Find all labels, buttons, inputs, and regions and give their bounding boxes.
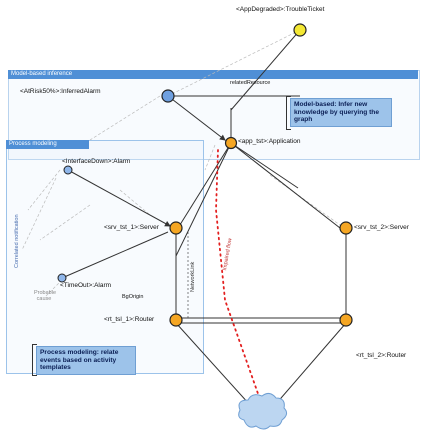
edge-app-srv1 <box>175 142 232 257</box>
node-rt2[interactable] <box>339 313 353 327</box>
process-panel <box>6 140 204 374</box>
label-inferred-alarm: <AtRisk50%>:InferredAlarm <box>20 88 101 95</box>
inference-panel-title: Model-based inference <box>8 70 418 79</box>
edge-app-srv1b <box>177 142 232 229</box>
label-srv1: <srv_tst_1>:Server <box>104 224 159 231</box>
edge-timeout-srv1 <box>61 231 169 279</box>
node-inferred-alarm[interactable] <box>161 89 175 103</box>
edge-interface-srv1 <box>67 169 171 227</box>
node-srv2[interactable] <box>339 221 353 235</box>
label-network-link: NetworkLink <box>190 261 196 292</box>
label-ticket: <AppDegraded>:TroubleTicket <box>236 6 325 13</box>
process-panel-title: Process modeling <box>6 140 89 149</box>
model-based-callout-text: Model-based: Infer new knowledge by quer… <box>294 101 379 124</box>
node-ticket[interactable] <box>293 23 307 37</box>
model-based-callout: Model-based: Infer new knowledge by quer… <box>290 98 392 127</box>
edge-rt1-cloud <box>175 322 251 406</box>
label-correlated-notification: Correlated notification <box>14 214 20 268</box>
label-srv2: <srv_tst_2>:Server <box>354 224 409 231</box>
node-srv1[interactable] <box>169 221 183 235</box>
impaired-flow-path <box>215 149 263 406</box>
model-based-bracket <box>286 96 291 130</box>
label-interface-down: <InterfaceDown>:Alarm <box>62 158 131 165</box>
edge-inferred-app <box>167 95 226 141</box>
label-probable-cause: Probable cause <box>34 290 57 303</box>
process-modeling-bracket <box>32 344 37 376</box>
cloud-icon <box>238 392 288 430</box>
process-modeling-callout-text: Process modeling: relate events based on… <box>40 349 119 372</box>
label-rt2: <rt_tsl_2>:Router <box>356 352 407 359</box>
edge-ticket-app <box>230 29 301 111</box>
label-rt1: <rt_tsl_1>:Router <box>104 316 155 323</box>
edge-app-srv2 <box>230 142 341 229</box>
node-rt1[interactable] <box>169 313 183 327</box>
label-timeout: <TimeOut>:Alarm <box>60 282 112 289</box>
label-related-resource: relatedResource <box>230 80 271 86</box>
edge-app-srv2b <box>230 142 299 189</box>
label-app: <app_tst>:Application <box>238 138 301 145</box>
label-bgp-origin: BgOrigin <box>122 294 144 300</box>
node-interface-down[interactable] <box>63 165 73 175</box>
node-markers <box>57 23 353 327</box>
process-modeling-callout: Process modeling: relate events based on… <box>36 346 136 375</box>
node-app[interactable] <box>224 136 238 150</box>
node-timeout[interactable] <box>57 273 67 283</box>
edge-rt2-cloud <box>274 322 347 406</box>
dashed-guides <box>21 29 341 297</box>
